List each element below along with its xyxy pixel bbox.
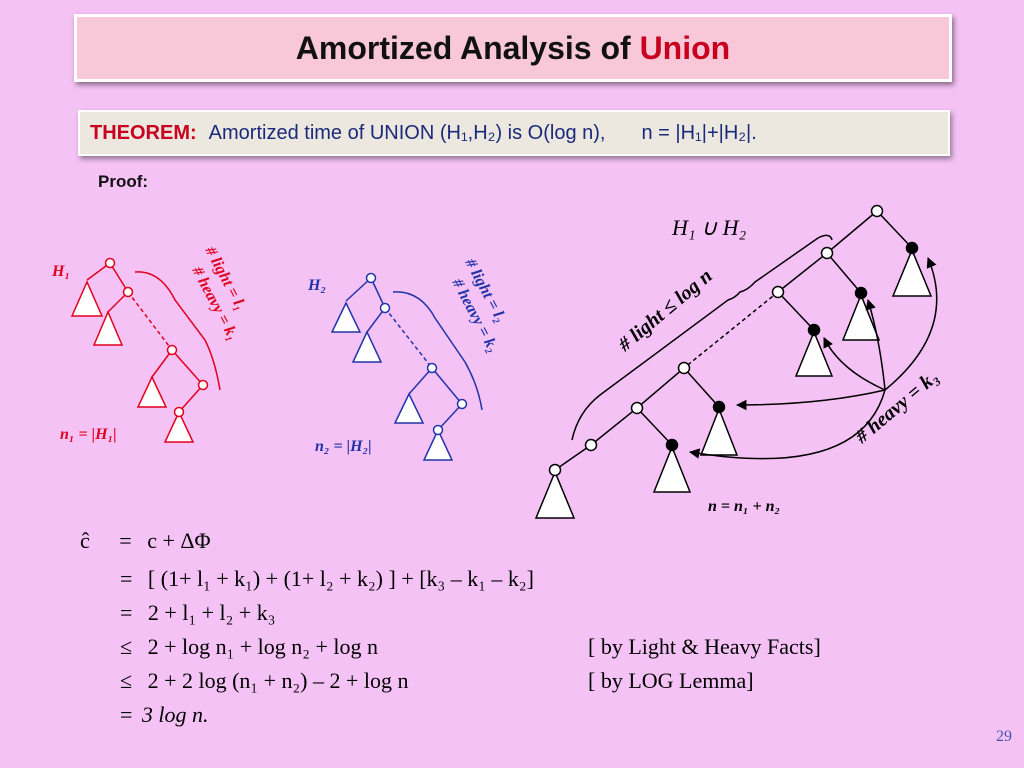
theorem-n-definition: n = |H₁|+|H₂|. [641,121,757,144]
eq5-rhs: 2 + 2 log (n₁ + n₂) – 2 + log n [147,668,409,693]
eq4-rhs: 2 + log n₁ + log n₂ + log n [147,634,378,659]
union-light-label: # light ≤ log n [613,265,716,357]
union-name: H₁ ∪ H₂ [671,215,747,240]
eq5-rel: ≤ [120,668,133,693]
theorem-box: THEOREM: Amortized time of UNION (H₁,H₂)… [78,110,950,156]
equation-line-5: ≤ 2 + 2 log (n₁ + n₂) – 2 + log n [120,668,409,694]
h2-tree [330,272,483,461]
slide-title: Amortized Analysis of Union [296,30,730,67]
equation-line-4: ≤ 2 + log n₁ + log n₂ + log n [120,634,378,660]
equation-line-6: = 3 log n. [120,702,209,728]
eq2-rhs: [ (1+ l₁ + k₁) + (1+ l₂ + k₂) ] + [k₃ – … [147,566,534,591]
eq1-rhs: c + ΔΦ [147,528,211,553]
eq1-rel: = [119,528,132,553]
eq3-rel: = [120,600,133,625]
proof-label: Proof: [98,172,149,191]
eq4-note: [ by Light & Heavy Facts] [588,634,821,659]
h1-tree [70,257,221,443]
h2-name: H₂ [307,277,326,294]
union-tree [534,204,938,519]
title-prefix: Amortized Analysis of [295,29,640,66]
title-box: Amortized Analysis of Union [74,14,952,82]
h1-size-label: n₁ = |H₁| [60,426,117,443]
equation-line-1: ĉ = c + ΔΦ [80,528,211,554]
h1-name: H₁ [51,263,70,280]
eq6-rel: = [120,702,133,727]
eq3-rhs: 2 + l₁ + l₂ + k₃ [147,600,276,625]
h2-size-label: n₂ = |H₂| [315,438,372,455]
eq1-lhs: ĉ [80,528,90,553]
eq6-rhs: 3 log n. [141,702,209,727]
equation-line-3: = 2 + l₁ + l₂ + k₃ [120,600,275,626]
union-size-label: n = n₁ + n₂ [708,498,780,515]
equation-line-2: = [ (1+ l₁ + k₁) + (1+ l₂ + k₂) ] + [k₃ … [120,566,534,592]
theorem-label: THEOREM: [90,121,197,144]
theorem-statement: Amortized time of UNION (H₁,H₂) is O(log… [208,121,606,144]
eq5-note: [ by LOG Lemma] [588,668,754,693]
eq4-rel: ≤ [120,634,133,659]
eq2-rel: = [120,566,133,591]
title-highlight: Union [639,29,731,66]
page-number: 29 [996,728,1012,745]
